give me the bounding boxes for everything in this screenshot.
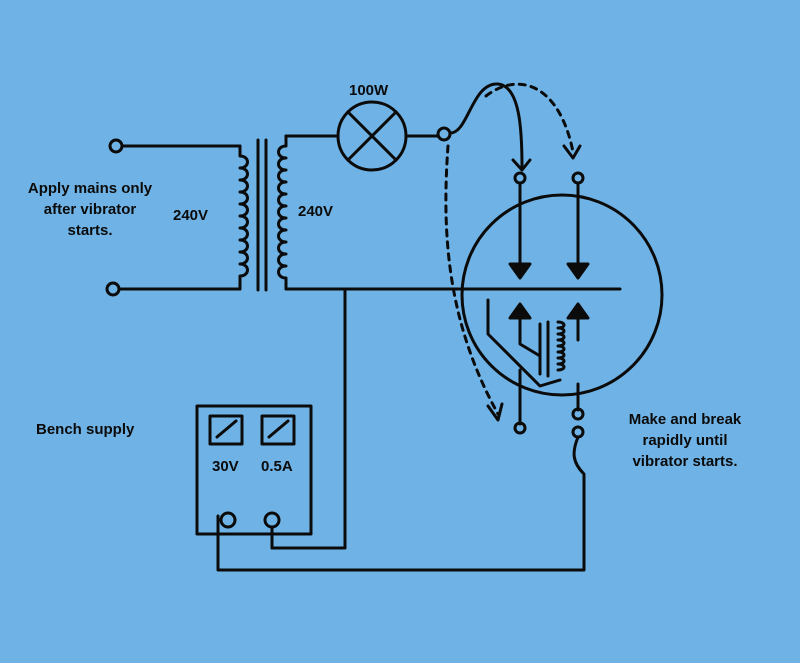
coil-core [538,320,550,378]
bench-supply-label: Bench supply [36,421,135,438]
dashed-move-arrowhead-top [562,144,582,160]
vibrator-pin-bottom-right [571,407,585,421]
make-break-note: Make and break rapidly until vibrator st… [600,409,770,472]
primary-voltage-label: 240V [173,207,209,224]
supply-terminal-left [219,511,237,529]
voltmeter-icon [208,414,244,446]
make-break-line-2: rapidly until [642,432,728,449]
vibrator-pin-bottom-left [513,421,527,435]
wire-make-break-to-supply [216,435,586,572]
lamp-icon [336,100,408,172]
reed-contacts [518,310,580,358]
dashed-move-arrowhead-left [486,402,504,422]
dashed-move-arrow-left [444,144,500,416]
make-break-line-1: Make and break [628,411,742,428]
mains-note: Apply mains only after vibrator starts. [10,178,170,241]
vibrator-can [460,193,664,397]
mains-terminal-top [108,138,124,154]
meter-voltage-label: 30V [212,458,239,475]
secondary-voltage-label: 240V [298,203,334,220]
mains-note-line-3: starts. [67,222,113,239]
flying-lead-arrow [511,158,532,172]
mains-terminals [105,138,242,297]
wire-bus-to-supply [270,287,347,550]
meter-current-label: 0.5A [261,458,293,475]
dashed-move-arrow-top [484,82,575,154]
bench-supply-icon [195,404,313,550]
ammeter-icon [260,414,296,446]
supply-case [195,404,313,536]
supply-terminal-right [263,511,281,529]
mains-terminal-bottom [105,281,121,297]
make-break-contact [571,425,585,439]
lamp-output-terminal [436,126,452,142]
vibrator-icon [460,171,664,435]
mains-note-line-2: after vibrator [43,201,137,218]
flying-lead [448,82,524,170]
lamp-label: 100W [349,82,389,99]
vibrator-coil [556,320,566,372]
reed-arm [486,298,562,388]
make-break-line-3: vibrator starts. [632,453,738,470]
transformer-icon [238,134,288,292]
secondary-winding [277,134,288,291]
primary-winding [238,144,249,291]
mains-note-line-1: Apply mains only [27,180,153,197]
